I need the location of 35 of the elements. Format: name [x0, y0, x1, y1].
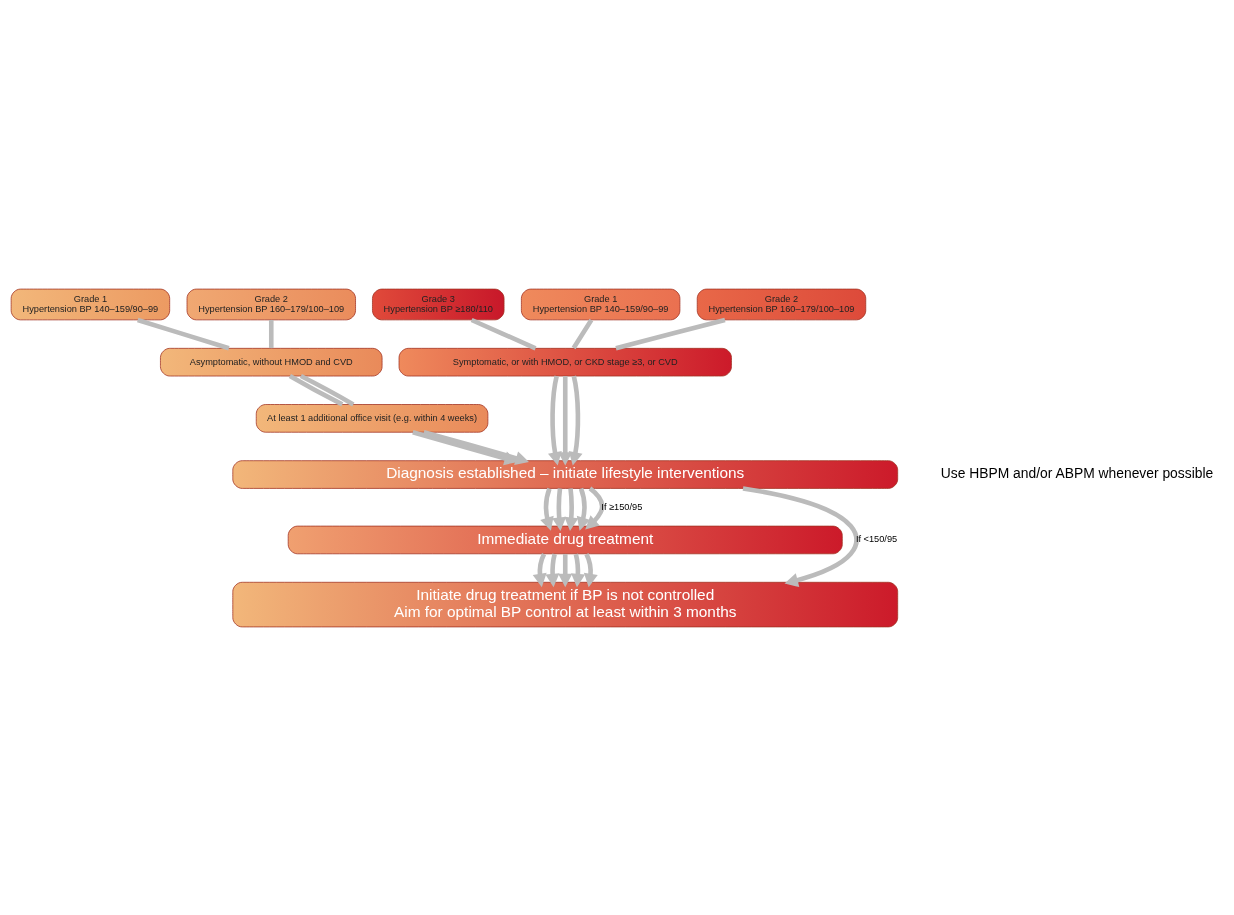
arrow [548, 375, 562, 465]
arrow [545, 553, 560, 587]
connector [288, 373, 344, 406]
arrow [568, 375, 583, 465]
arrow [558, 553, 573, 587]
arrow [583, 552, 598, 587]
node-box: Diagnosis established – initiate lifestyle interventions [232, 459, 899, 489]
node-box: Asymptomatic, without HMOD and CVD [160, 347, 383, 376]
arrow [564, 487, 579, 531]
arrow [540, 487, 554, 531]
arrow [742, 485, 859, 587]
node-box: Grade 2 Hypertension BP 160–179/100–109 [186, 288, 356, 320]
node-box: Immediate drug treatment [287, 525, 843, 554]
label: Use HBPM and/or ABPM whenever possible [940, 464, 1214, 481]
connector [299, 373, 355, 406]
connector [615, 317, 726, 350]
node-box: Grade 3 Hypertension BP ≥180/110 [372, 288, 505, 320]
connector [571, 318, 594, 349]
arrow [571, 553, 586, 587]
connector [470, 317, 537, 350]
node-box: Initiate drug treatment if BP is not controlled Aim for optimal BP control at least within 3 months [232, 581, 899, 627]
connector [137, 317, 230, 350]
arrow [576, 487, 591, 531]
edge-label: If <150/95 [855, 533, 898, 544]
arrow [585, 486, 605, 529]
arrow [558, 375, 573, 466]
arrow [552, 487, 567, 531]
connector [268, 319, 274, 348]
edge-label: If ≥150/95 [601, 501, 643, 512]
node-box: Grade 1 Hypertension BP 140–159/90–99 [10, 288, 171, 320]
node-box: Grade 2 Hypertension BP 160–179/100–109 [696, 288, 867, 320]
arrow [532, 552, 547, 587]
node-box: At least 1 additional office visit (e.g. within 4 weeks) [255, 403, 489, 433]
node-box: Symptomatic, or with HMOD, or CKD stage ≥3, or CVD [398, 347, 732, 376]
node-box: Grade 1 Hypertension BP 140–159/90–99 [521, 288, 681, 320]
